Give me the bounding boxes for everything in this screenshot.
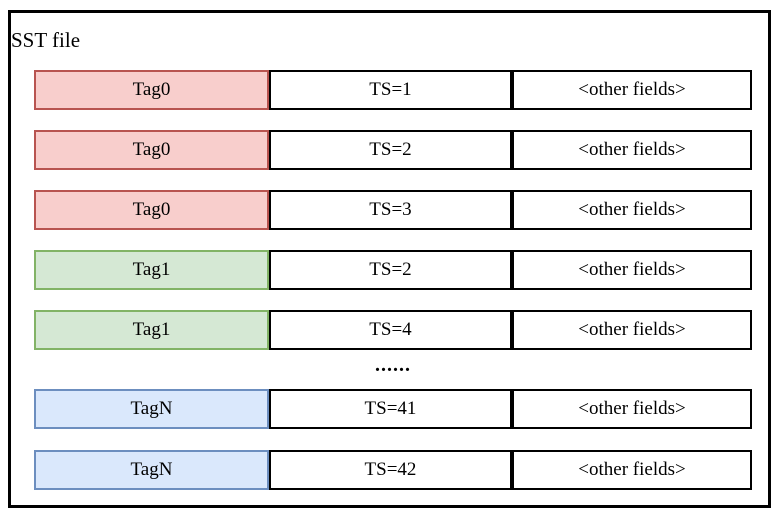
timestamp-cell: TS=4: [269, 310, 512, 350]
tag-cell: TagN: [34, 389, 269, 429]
tag-cell: Tag0: [34, 190, 269, 230]
timestamp-cell: TS=41: [269, 389, 512, 429]
other-fields-cell: <other fields>: [512, 70, 752, 110]
record-row-6: TagN TS=41 <other fields>: [34, 389, 752, 429]
other-fields-cell: <other fields>: [512, 310, 752, 350]
tag-cell: Tag0: [34, 70, 269, 110]
tag-cell: Tag1: [34, 250, 269, 290]
timestamp-cell: TS=2: [269, 250, 512, 290]
timestamp-cell: TS=42: [269, 450, 512, 490]
record-row-4: Tag1 TS=2 <other fields>: [34, 250, 752, 290]
timestamp-cell: TS=1: [269, 70, 512, 110]
record-row-2: Tag0 TS=2 <other fields>: [34, 130, 752, 170]
other-fields-cell: <other fields>: [512, 190, 752, 230]
other-fields-cell: <other fields>: [512, 450, 752, 490]
other-fields-cell: <other fields>: [512, 389, 752, 429]
record-row-3: Tag0 TS=3 <other fields>: [34, 190, 752, 230]
ellipsis-separator: ......: [375, 354, 411, 376]
sst-file-frame: SST file Tag0 TS=1 <other fields> Tag0 T…: [8, 10, 771, 508]
timestamp-cell: TS=3: [269, 190, 512, 230]
record-row-7: TagN TS=42 <other fields>: [34, 450, 752, 490]
timestamp-cell: TS=2: [269, 130, 512, 170]
tag-cell: Tag0: [34, 130, 269, 170]
other-fields-cell: <other fields>: [512, 250, 752, 290]
tag-cell: Tag1: [34, 310, 269, 350]
other-fields-cell: <other fields>: [512, 130, 752, 170]
record-row-5: Tag1 TS=4 <other fields>: [34, 310, 752, 350]
diagram-title: SST file: [11, 28, 81, 52]
record-row-1: Tag0 TS=1 <other fields>: [34, 70, 752, 110]
tag-cell: TagN: [34, 450, 269, 490]
